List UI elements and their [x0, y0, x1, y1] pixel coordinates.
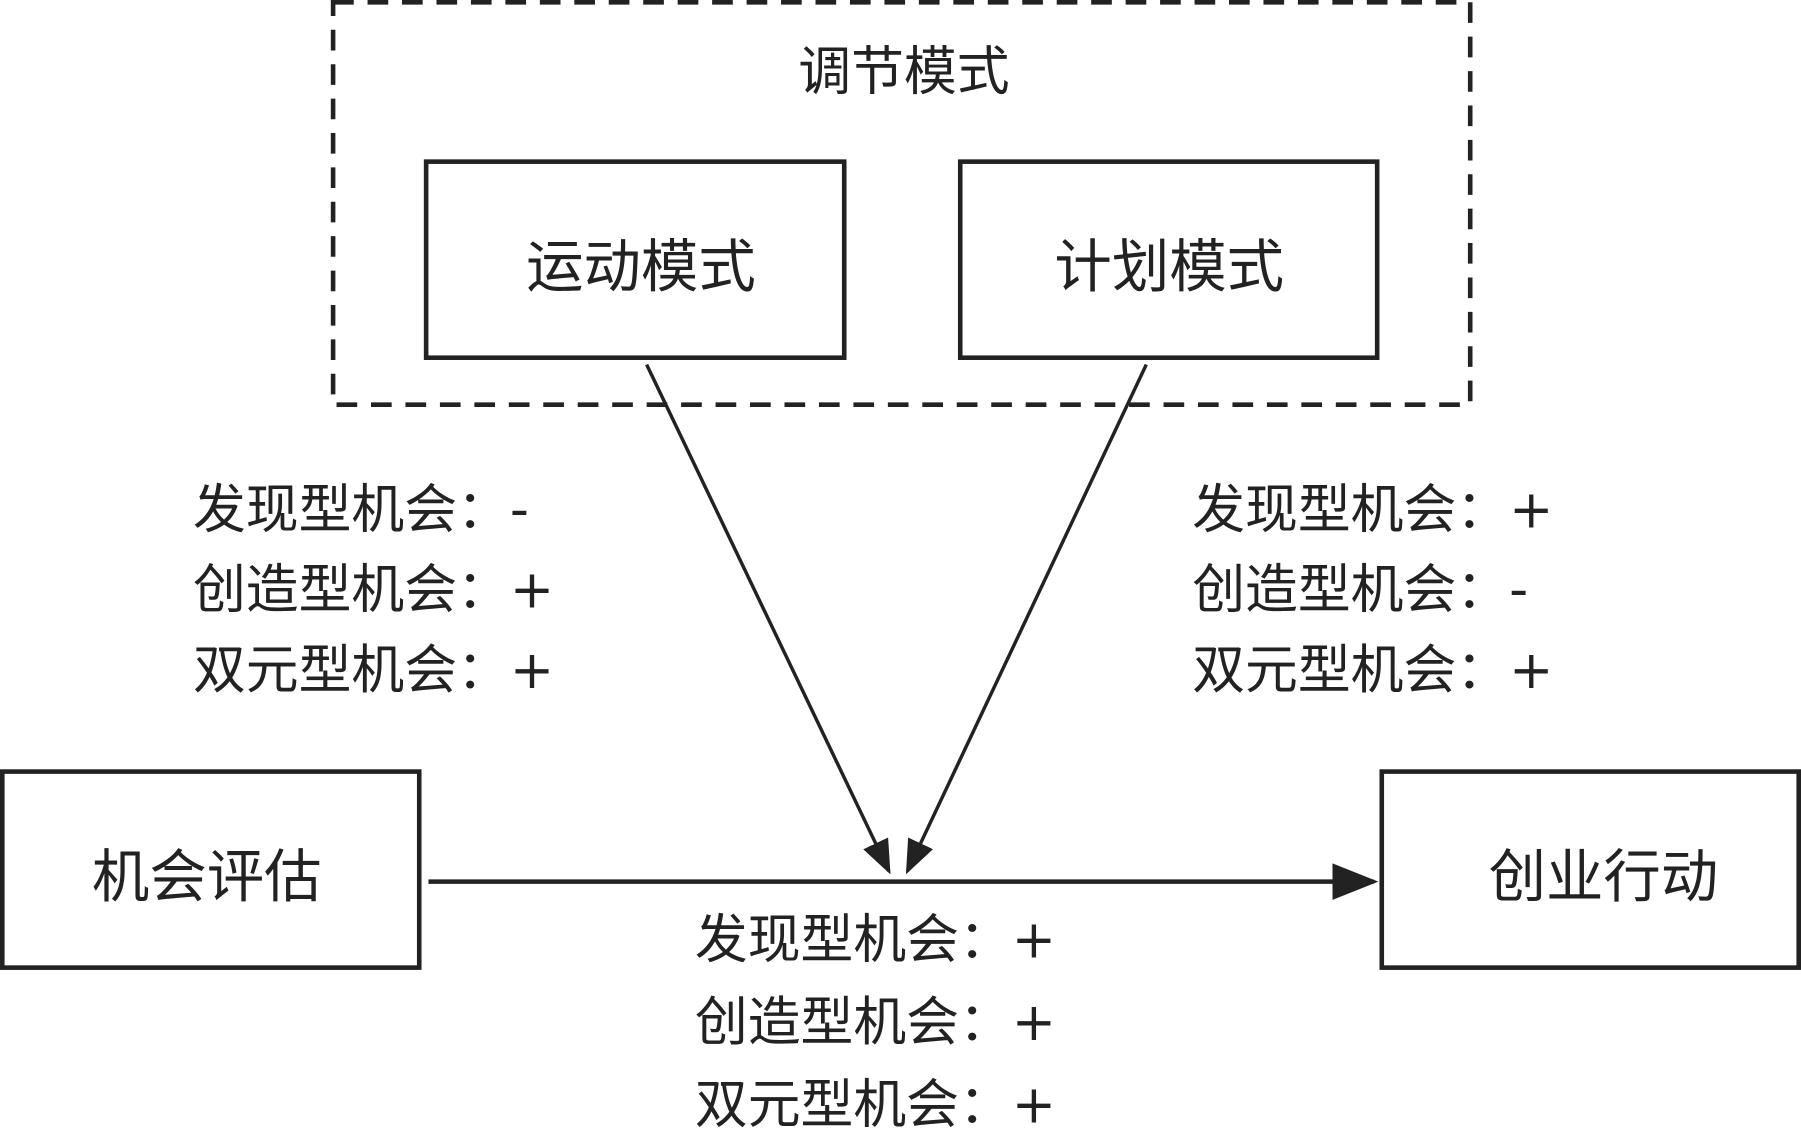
locomotion-mode-box [423, 159, 847, 360]
assessment-mode-box [957, 159, 1380, 360]
entrepreneurial-action-label: 创业行动 [1489, 844, 1719, 911]
opportunity-evaluation-label: 机会评估 [92, 844, 322, 911]
assessment-mode-label: 计划模式 [1054, 234, 1284, 301]
entrepreneurial-action-box [1379, 769, 1801, 970]
main-effect-creation: 创造型机会：+ [695, 992, 1056, 1053]
locomotion-effect-dual: 双元型机会：+ [193, 640, 554, 701]
locomotion-effects: 发现型机会：- 创造型机会：+ 双元型机会：+ [193, 479, 554, 700]
moderator-group-box [330, 0, 1473, 407]
assessment-effect-creation: 创造型机会：- [1192, 560, 1528, 621]
assessment-effects: 发现型机会：+ 创造型机会：- 双元型机会：+ [1192, 479, 1553, 700]
locomotion-mode-label: 运动模式 [526, 234, 756, 301]
locomotion-moderation-arrow [645, 363, 891, 875]
main-effect-discovery: 发现型机会：+ [695, 909, 1056, 970]
assessment-effect-dual: 双元型机会：+ [1192, 640, 1553, 701]
moderator-group-title: 调节模式 [798, 41, 1009, 102]
main-effect-dual: 双元型机会：+ [695, 1074, 1056, 1135]
locomotion-effect-discovery: 发现型机会：- [193, 479, 529, 540]
opportunity-evaluation-box [0, 769, 422, 970]
locomotion-effect-creation: 创造型机会：+ [193, 560, 554, 621]
main-effects: 发现型机会：+ 创造型机会：+ 双元型机会：+ [695, 909, 1056, 1135]
assessment-moderation-arrow [905, 363, 1148, 875]
assessment-effect-discovery: 发现型机会：+ [1192, 479, 1553, 540]
